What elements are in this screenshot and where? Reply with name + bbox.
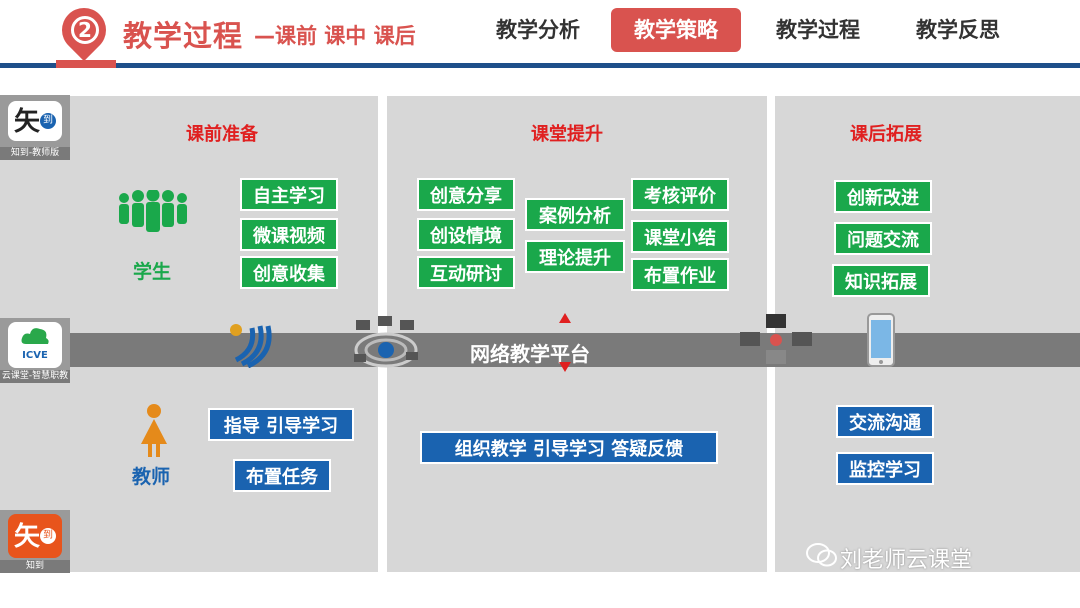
arrow-up-icon bbox=[559, 313, 571, 323]
tag-innovate-improve: 创新改进 bbox=[834, 180, 932, 213]
tag-communicate: 交流沟通 bbox=[836, 405, 934, 438]
app-glyph: 矢 bbox=[14, 107, 41, 137]
wifi-signal-icon bbox=[230, 324, 272, 368]
tag-monitor-learning: 监控学习 bbox=[836, 452, 934, 485]
tag-idea-collection: 创意收集 bbox=[240, 256, 338, 289]
tag-assessment: 考核评价 bbox=[631, 178, 729, 211]
app-icon-zhidao-teacher[interactable]: 矢 到 知到-教师版 bbox=[0, 95, 70, 160]
app-caption: 知到-教师版 bbox=[0, 147, 70, 160]
step-badge-number: 2 bbox=[71, 16, 99, 44]
smartphone-icon bbox=[867, 313, 895, 367]
tag-assign-task: 布置任务 bbox=[233, 459, 331, 492]
students-group-icon bbox=[119, 190, 187, 232]
app-wordmark: ICVE bbox=[22, 350, 48, 361]
app-icon-zhidao[interactable]: 矢 到 知到 bbox=[0, 510, 70, 573]
watermark: 刘老师云课堂 bbox=[840, 548, 973, 573]
tag-knowledge-extension: 知识拓展 bbox=[832, 264, 930, 297]
tab-teaching-strategy[interactable]: 教学策略 bbox=[611, 8, 741, 52]
tag-class-summary: 课堂小结 bbox=[631, 220, 729, 253]
role-label-teacher: 教师 bbox=[132, 466, 171, 488]
section-title-pre: 课前准备 bbox=[186, 124, 258, 145]
tab-teaching-reflection[interactable]: 教学反思 bbox=[916, 18, 1000, 42]
app-caption: 云课堂-智慧职教 bbox=[0, 370, 70, 383]
teacher-icon bbox=[141, 404, 167, 457]
tag-guide-learning: 指导 引导学习 bbox=[208, 408, 354, 441]
devices-cross-icon bbox=[740, 314, 812, 364]
app-badge: 到 bbox=[40, 528, 56, 544]
arrow-down-icon bbox=[559, 362, 571, 372]
app-glyph: 矢 bbox=[14, 522, 41, 552]
tag-create-scenario: 创设情境 bbox=[417, 218, 515, 251]
tab-teaching-process[interactable]: 教学过程 bbox=[776, 18, 860, 42]
tag-organize-guide-answer: 组织教学 引导学习 答疑反馈 bbox=[420, 431, 718, 464]
app-icon-icve[interactable]: ICVE 云课堂-智慧职教 bbox=[0, 318, 70, 383]
cloud-icon bbox=[21, 328, 49, 344]
page-title: 教学过程 bbox=[123, 19, 244, 53]
tag-interactive-discussion: 互动研讨 bbox=[417, 256, 515, 289]
wechat-icon bbox=[806, 543, 837, 567]
app-badge: 到 bbox=[40, 113, 56, 129]
tag-case-analysis: 案例分析 bbox=[525, 198, 625, 231]
tag-self-study: 自主学习 bbox=[240, 178, 338, 211]
header-divider-accent bbox=[56, 60, 116, 68]
section-title-post: 课后拓展 bbox=[850, 124, 922, 145]
header-divider bbox=[0, 63, 1080, 68]
role-label-student: 学生 bbox=[133, 261, 172, 283]
tag-micro-video: 微课视频 bbox=[240, 218, 338, 251]
section-title-in: 课堂提升 bbox=[531, 124, 603, 145]
tag-assign-homework: 布置作业 bbox=[631, 258, 729, 291]
tab-teaching-analysis[interactable]: 教学分析 bbox=[496, 18, 580, 42]
tag-idea-sharing: 创意分享 bbox=[417, 178, 515, 211]
tag-question-exchange: 问题交流 bbox=[834, 222, 932, 255]
tag-theory-improvement: 理论提升 bbox=[525, 240, 625, 273]
platform-label: 网络教学平台 bbox=[470, 342, 590, 366]
platform-bar bbox=[0, 333, 1080, 367]
page-subtitle: —课前 课中 课后 bbox=[254, 24, 416, 48]
app-caption: 知到 bbox=[0, 560, 70, 573]
network-devices-icon bbox=[354, 316, 418, 368]
